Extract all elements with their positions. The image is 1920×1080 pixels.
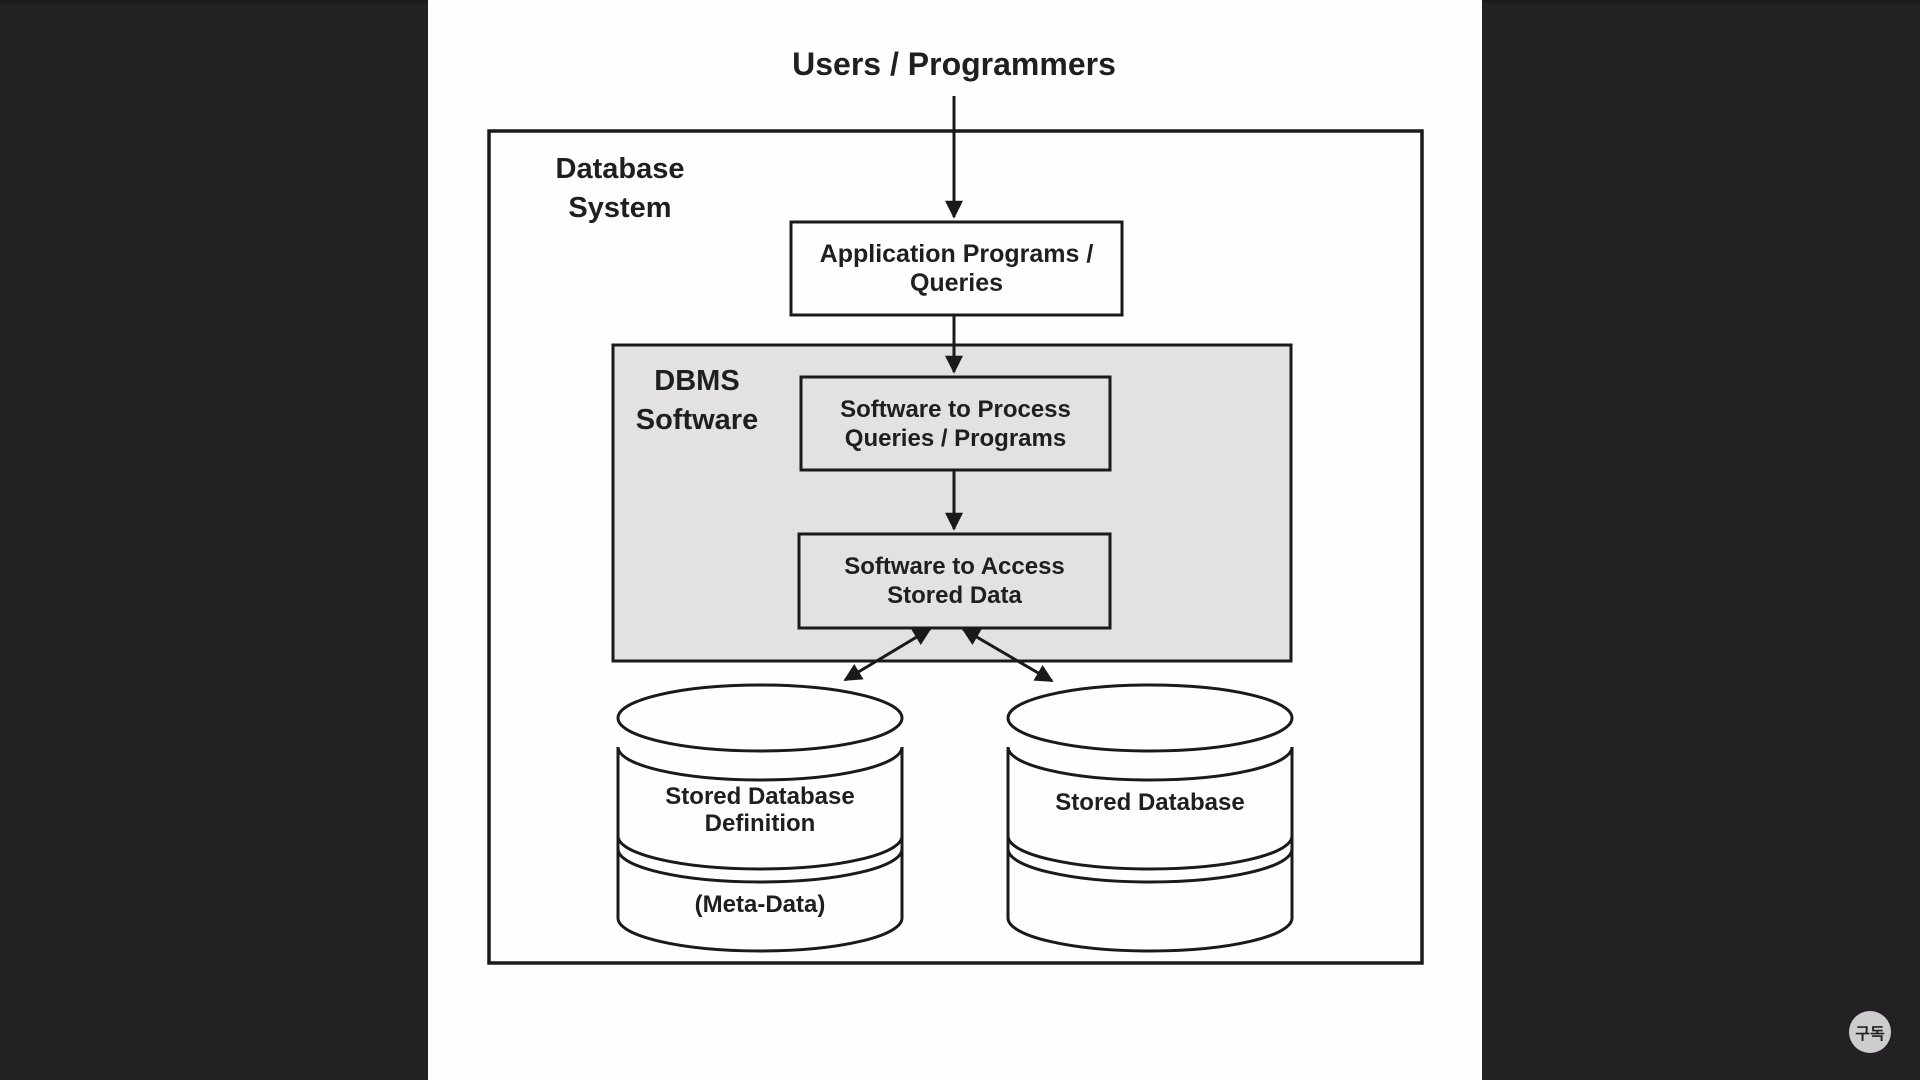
- database-system-label-line1: Database: [555, 153, 685, 185]
- arrow-access-to-metadata: [843, 627, 932, 682]
- application-programs-label-line1: Application Programs /: [819, 239, 1094, 268]
- database-cylinder-divider-1: [1006, 835, 1294, 871]
- application-programs-label: Application Programs / Queries: [791, 222, 1122, 315]
- access-data-label-line2: Stored Data: [887, 582, 1022, 609]
- access-data-box: [797, 532, 1112, 630]
- metadata-cylinder-divider-1: [616, 835, 904, 871]
- application-programs-box: [789, 220, 1124, 317]
- users-programmers-label: Users / Programmers: [792, 46, 1116, 82]
- metadata-cylinder-top: [616, 683, 904, 753]
- database-cylinder-lip: [1006, 746, 1294, 782]
- subscribe-button-label: 구독: [1855, 1026, 1885, 1043]
- dbms-software-label-line1: DBMS: [654, 365, 740, 397]
- metadata-cylinder-walls: [616, 747, 904, 918]
- metadata-sublabel: (Meta-Data): [694, 891, 826, 918]
- database-system-label: Database System: [470, 150, 770, 228]
- process-queries-box: [799, 375, 1112, 472]
- metadata-cylinder-body: [618, 747, 902, 951]
- database-cylinder-label: Stored Database: [1055, 789, 1245, 816]
- metadata-cylinder: [616, 683, 904, 953]
- metadata-cylinder-lip: [616, 746, 904, 782]
- metadata-cylinder-label-line2: Definition: [704, 810, 816, 837]
- dbms-software-label-line2: Software: [635, 404, 759, 436]
- database-cylinder-divider-2: [1006, 848, 1294, 884]
- database-cylinder-bottom: [1006, 917, 1294, 953]
- subscribe-button[interactable]: 구독: [1849, 1011, 1891, 1053]
- metadata-cylinder-label-line1: Stored Database: [665, 783, 855, 810]
- process-queries-label: Software to Process Queries / Programs: [801, 377, 1110, 470]
- metadata-cylinder-bottom: [616, 917, 904, 953]
- metadata-cylinder-divider-2: [616, 848, 904, 884]
- arrow-access-to-database: [961, 627, 1054, 683]
- database-cylinder-walls: [1006, 747, 1294, 918]
- database-system-label-line2: System: [568, 192, 672, 224]
- database-cylinder-body: [1008, 747, 1292, 951]
- process-queries-label-line2: Queries / Programs: [844, 424, 1067, 452]
- access-data-label-line1: Software to Access: [844, 553, 1065, 580]
- application-programs-label-line2: Queries: [909, 268, 1004, 297]
- process-queries-label-line1: Software to Process: [840, 395, 1071, 423]
- access-data-label: Software to Access Stored Data: [799, 534, 1110, 628]
- database-cylinder: [1006, 683, 1294, 953]
- metadata-cylinder-label: Stored Database Definition: [618, 783, 902, 837]
- database-cylinder-top: [1006, 683, 1294, 753]
- dbms-software-label: DBMS Software: [547, 362, 847, 440]
